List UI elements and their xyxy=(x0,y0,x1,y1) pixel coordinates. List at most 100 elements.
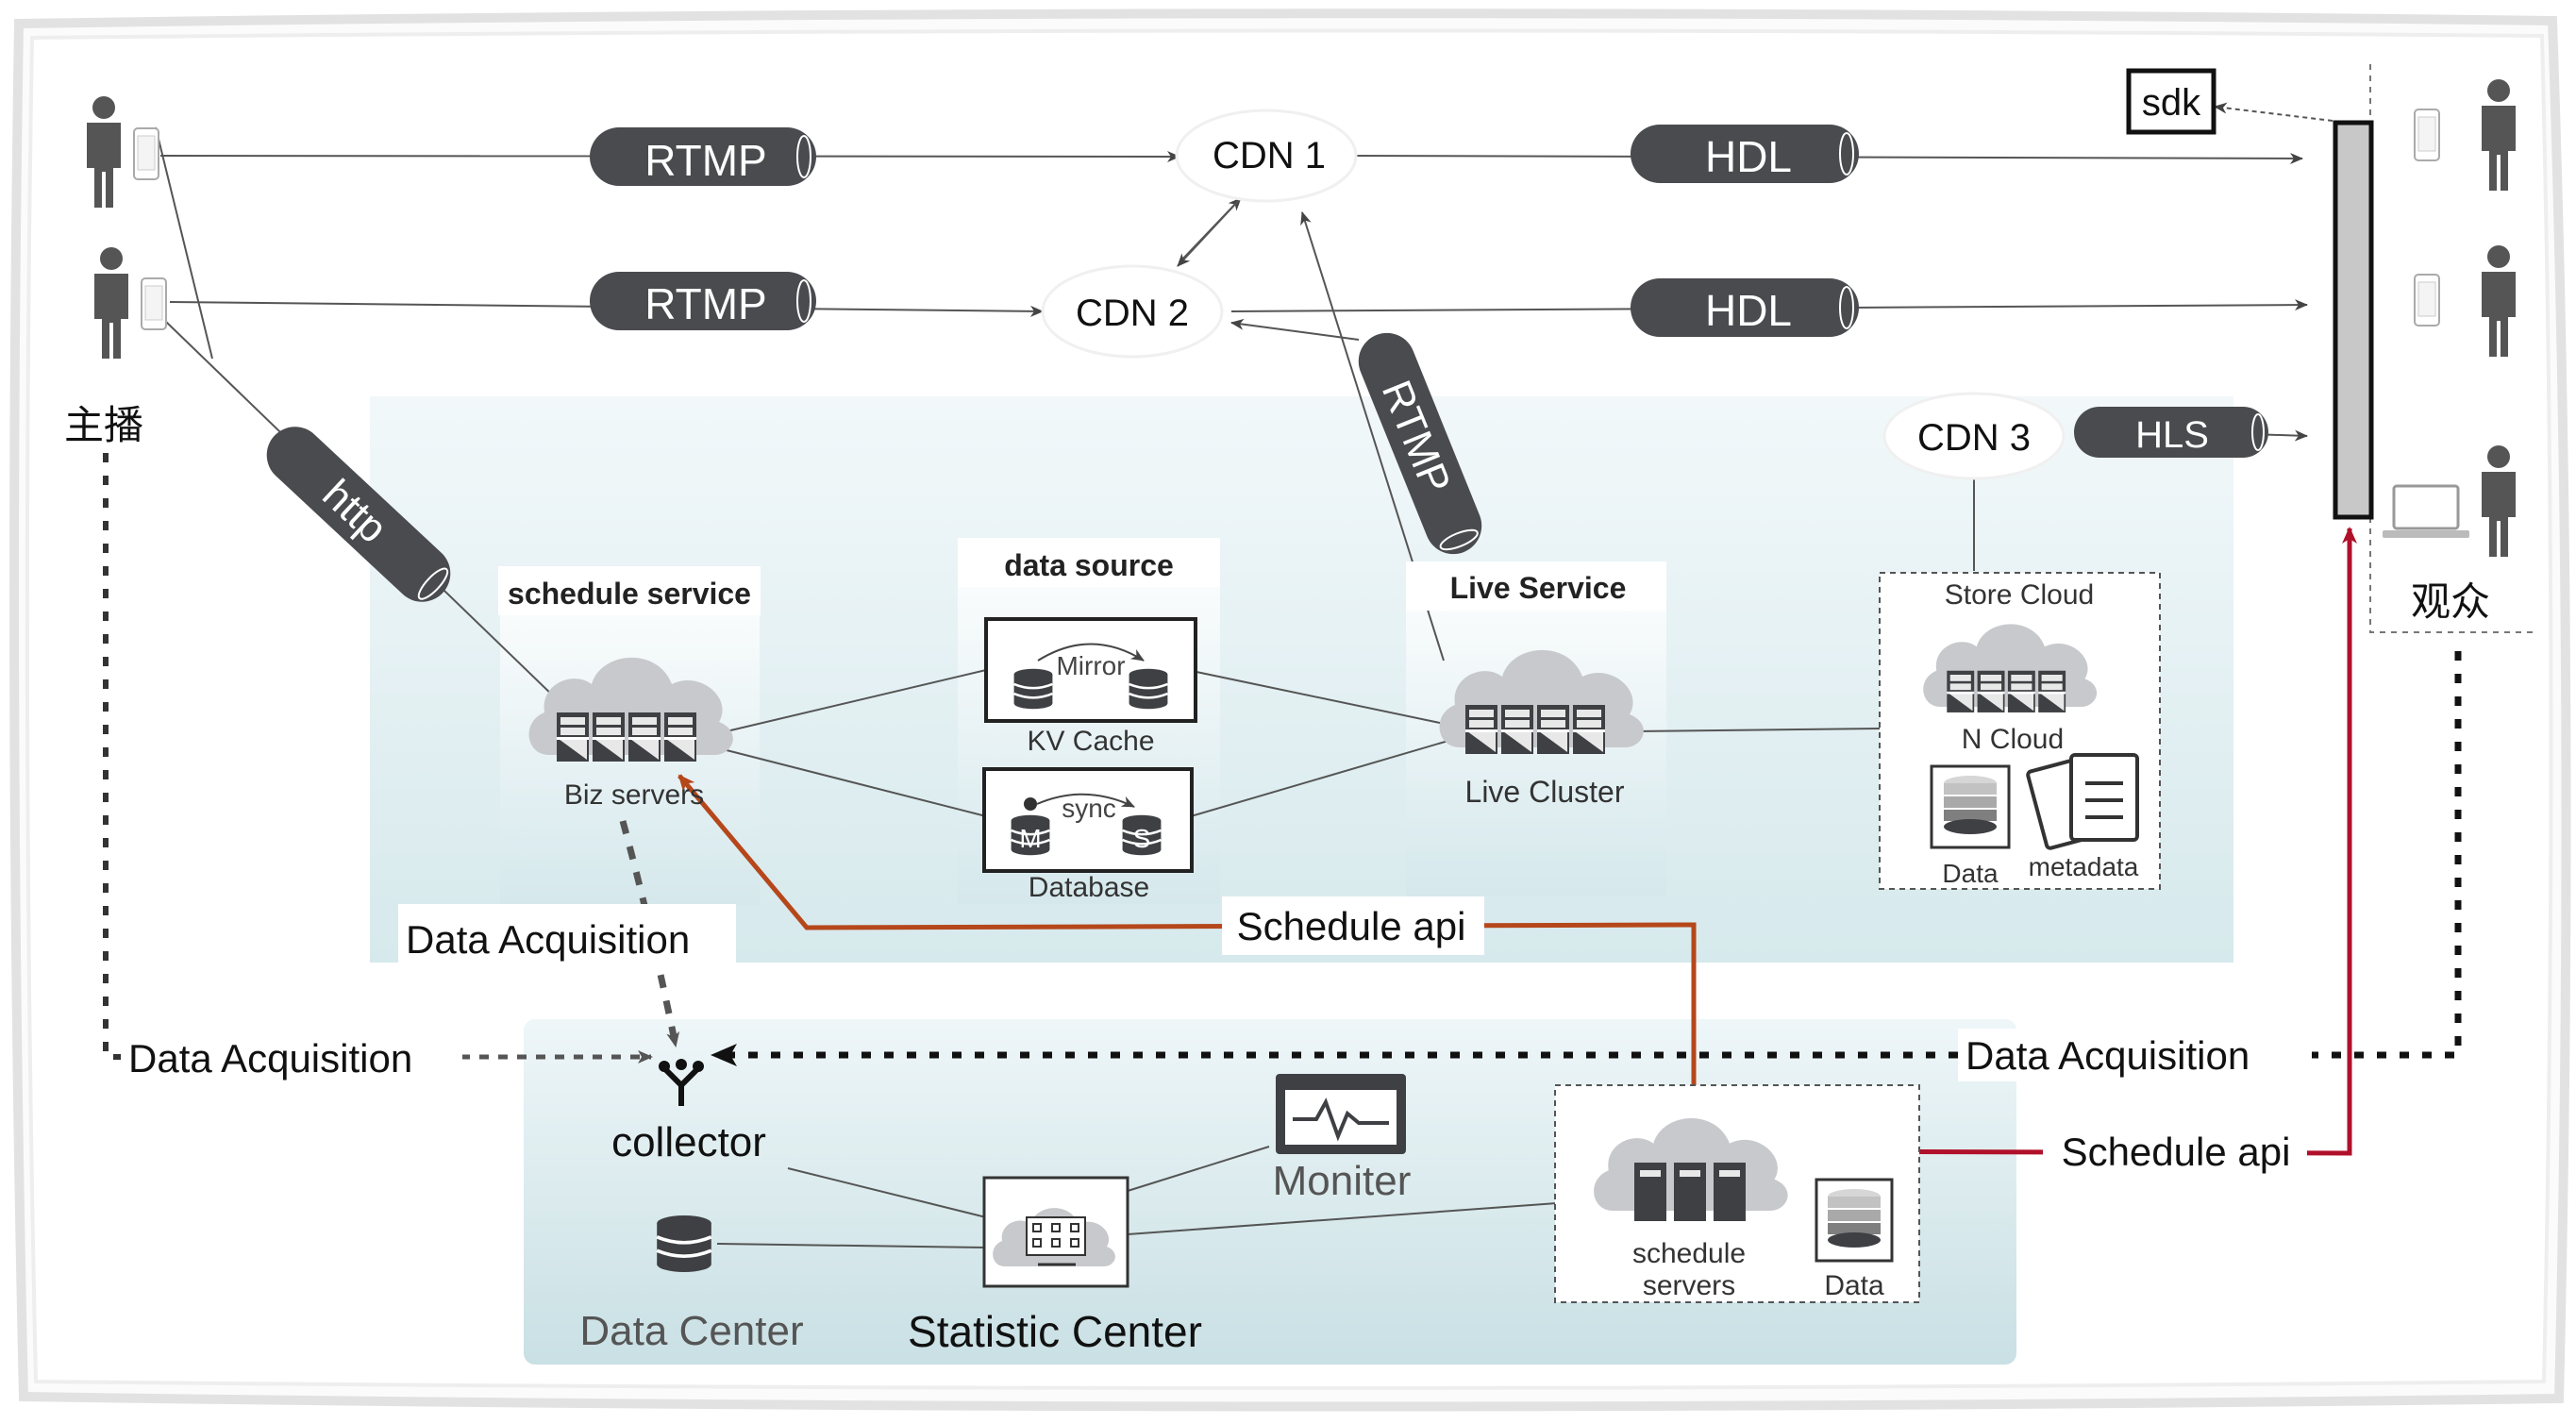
rtmp-pill-top: RTMP xyxy=(590,127,816,186)
data-acq-label-right: Data Acquisition xyxy=(1965,1033,2250,1078)
server-icon xyxy=(1947,670,1975,712)
cdn2-node: CDN 2 xyxy=(1041,264,1224,359)
schedule-servers-label-1: schedule xyxy=(1632,1238,1746,1269)
biz-servers-label: Biz servers xyxy=(564,779,704,811)
phone-icon xyxy=(2414,274,2440,327)
phone-icon xyxy=(2414,109,2440,161)
collector-icon xyxy=(659,1059,704,1106)
rtmp-pill-mid: RTMP xyxy=(590,272,816,330)
viewer-region-border xyxy=(2369,64,2538,633)
svg-text:HDL: HDL xyxy=(1705,132,1792,181)
server-icon xyxy=(1465,705,1497,754)
schedule-api-label-1: Schedule api xyxy=(1237,904,1466,948)
live-service-title: Live Service xyxy=(1450,571,1627,605)
http-pill: http xyxy=(266,427,451,602)
statistic-center-icon xyxy=(982,1176,1129,1288)
broadcaster-label: 主播 xyxy=(64,403,143,447)
line-datacenter-stat xyxy=(716,1243,987,1248)
cdn3-node: CDN 3 xyxy=(1882,392,2066,480)
schedule-service-title: schedule service xyxy=(508,577,751,611)
server-icon xyxy=(1634,1163,1746,1221)
server-icon xyxy=(593,712,625,762)
schedule-api-label-2: Schedule api xyxy=(2062,1130,2291,1174)
svg-text:RTMP: RTMP xyxy=(644,279,767,328)
data-center-icon xyxy=(655,1214,713,1274)
sdk-box xyxy=(2126,68,2216,135)
hdl-pill-mid: HDL xyxy=(1631,278,1859,337)
svg-text:CDN 1: CDN 1 xyxy=(1213,135,1326,176)
svg-text:HDL: HDL xyxy=(1705,286,1792,335)
statistic-center-label: Statistic Center xyxy=(908,1307,1202,1356)
kv-cache-label: KV Cache xyxy=(1027,726,1154,757)
broadcaster-1-phone xyxy=(133,127,159,180)
ncloud-label: N Cloud xyxy=(1962,724,2064,755)
data-stack-icon xyxy=(1930,764,2011,849)
live-cluster-label: Live Cluster xyxy=(1465,775,1625,809)
line-moniter-stat xyxy=(1127,1146,1270,1192)
hls-pill: HLS xyxy=(2074,407,2268,458)
line-cdn2-cdn1 xyxy=(1177,197,1242,267)
database-icon xyxy=(655,1214,713,1274)
server-icon xyxy=(557,712,589,762)
mirror-label: Mirror xyxy=(1056,651,1125,680)
phone-icon xyxy=(133,127,159,180)
line-live-cdn2 xyxy=(1230,318,1360,341)
broadcaster-2-phone xyxy=(141,277,167,330)
line-schedservers-stat xyxy=(1127,1202,1558,1235)
server-icon xyxy=(2038,670,2066,712)
server-icon xyxy=(1501,705,1533,754)
store-data-label: Data xyxy=(1942,859,1999,888)
server-icon xyxy=(1573,705,1605,754)
svg-text:HLS: HLS xyxy=(2135,414,2209,456)
cdn1-node: CDN 1 xyxy=(1175,109,1358,203)
server-icon xyxy=(664,712,696,762)
sched-data-label: Data xyxy=(1824,1270,1884,1301)
server-icon xyxy=(1977,670,2005,712)
moniter-label: Moniter xyxy=(1273,1158,1412,1204)
kv-cache: Mirror xyxy=(984,617,1197,723)
schedule-servers-group: schedule servers Data xyxy=(1554,1084,1920,1303)
phone-icon xyxy=(141,277,167,330)
viewer-label: 观众 xyxy=(2411,579,2490,624)
database: sync M S xyxy=(982,767,1194,873)
viewer-3-laptop xyxy=(2383,484,2469,538)
laptop-icon xyxy=(2392,484,2460,530)
svg-text:CDN 2: CDN 2 xyxy=(1076,293,1189,334)
viewer-1-phone xyxy=(2414,109,2440,161)
hdl-pill-top: HDL xyxy=(1631,125,1859,183)
database-icon xyxy=(1012,667,1054,711)
master-label: M xyxy=(1019,824,1041,853)
database-label: Database xyxy=(1029,872,1149,903)
player-bar xyxy=(2333,120,2374,520)
slave-label: S xyxy=(1133,824,1151,853)
svg-text:Store Cloud: Store Cloud xyxy=(1945,579,2094,611)
moniter-icon xyxy=(1276,1074,1406,1154)
sdk-dashed-arrow xyxy=(2214,102,2333,122)
svg-text:RTMP: RTMP xyxy=(644,136,767,185)
data-acq-right-line xyxy=(2312,651,2462,1059)
database-icon xyxy=(1128,667,1169,711)
schedule-api-line-red xyxy=(1764,527,2357,1156)
collector-label: collector xyxy=(611,1119,766,1165)
line-biz-kv xyxy=(726,669,987,732)
line-kv-live xyxy=(1196,671,1459,728)
data-source-title: data source xyxy=(1004,548,1174,582)
data-acq-label-biz: Data Acquisition xyxy=(406,917,690,962)
line-live-store xyxy=(1631,728,1881,732)
server-icon xyxy=(628,712,661,762)
sdk-label: sdk xyxy=(2142,82,2201,124)
server-icon xyxy=(1537,705,1569,754)
data-center-label: Data Center xyxy=(579,1308,803,1354)
line-biz-db xyxy=(726,749,987,817)
metadata-icon xyxy=(2026,753,2139,850)
sync-label: sync xyxy=(1062,794,1116,823)
viewer-2-phone xyxy=(2414,274,2440,327)
line-collector-stat xyxy=(787,1167,987,1218)
data-acq-label-left: Data Acquisition xyxy=(128,1036,412,1081)
schedule-servers-label-2: servers xyxy=(1643,1270,1735,1301)
data-stack-icon xyxy=(1815,1178,1894,1263)
line-broadcaster-http xyxy=(155,126,213,360)
store-cloud: Store Cloud N Cloud Data metadata xyxy=(1879,572,2161,890)
line-db-live xyxy=(1190,737,1459,817)
